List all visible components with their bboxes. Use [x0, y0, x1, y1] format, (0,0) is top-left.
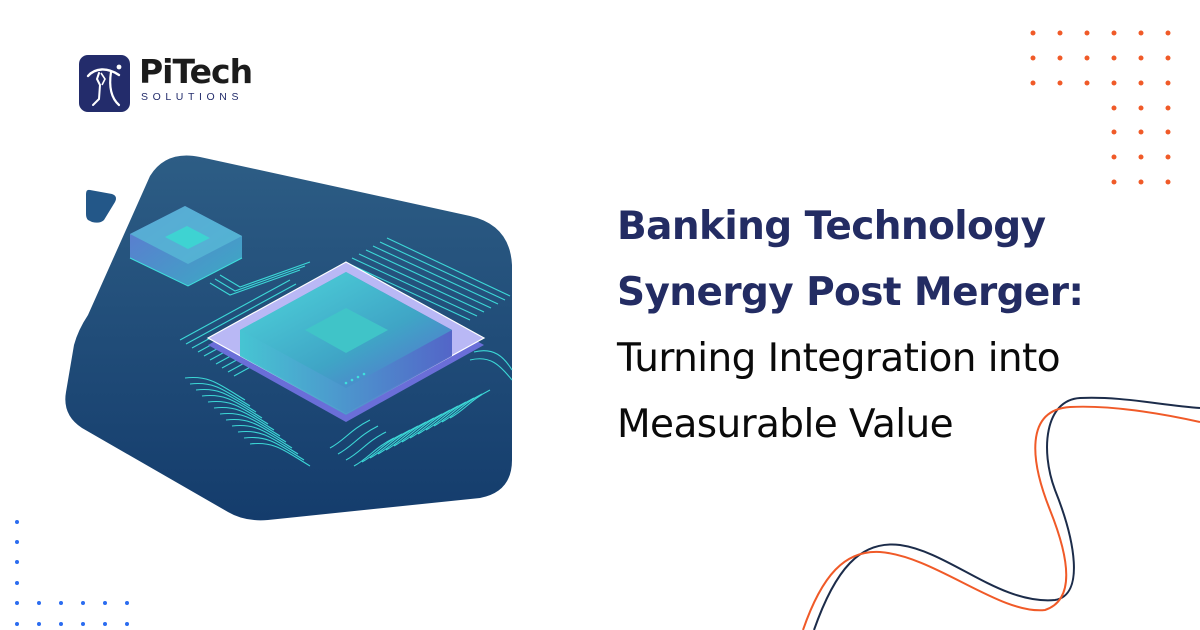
small-chip [129, 206, 243, 287]
blue-dot-grid [15, 520, 129, 626]
brand-logo[interactable]: PiTech SOLUTIONS [79, 52, 253, 112]
orange-dot-grid [1030, 30, 1171, 185]
headline-line-1: Banking Technology [617, 204, 1046, 249]
decorative-tab-shape [86, 189, 116, 223]
microchip-illustration [65, 155, 513, 521]
pi-figure-icon [79, 55, 130, 112]
brand-name: PiTech [139, 52, 253, 91]
headline: Banking Technology Synergy Post Merger: … [617, 194, 1177, 458]
main-chip [206, 261, 486, 422]
headline-line-4: Measurable Value [617, 402, 954, 447]
headline-line-2: Synergy Post Merger: [617, 270, 1084, 315]
brand-tagline: SOLUTIONS [141, 91, 244, 103]
headline-line-3: Turning Integration into [617, 336, 1061, 381]
